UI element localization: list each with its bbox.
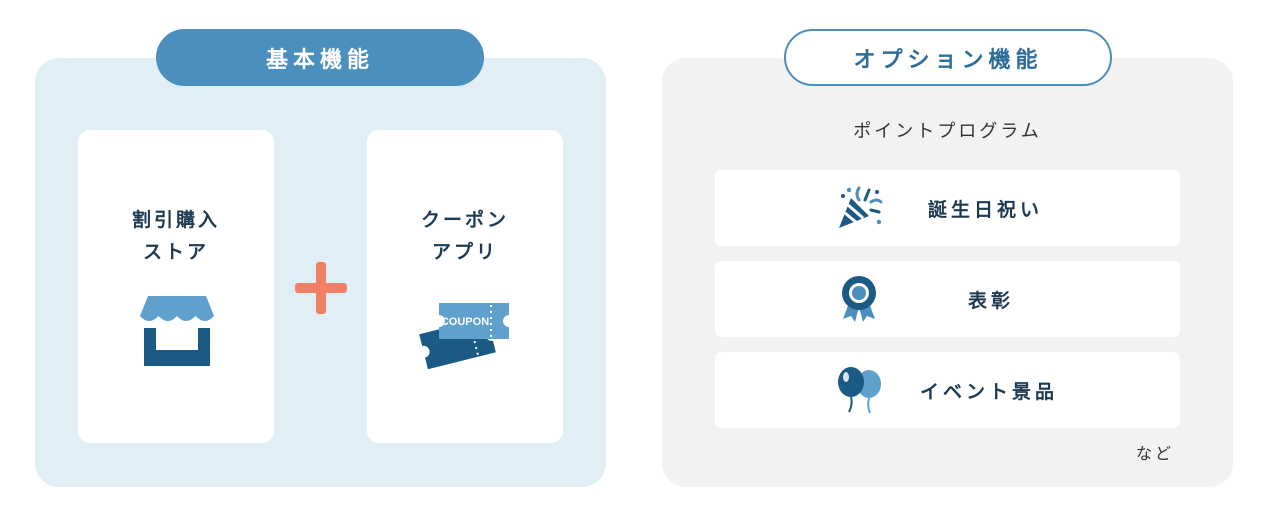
plus-icon (295, 262, 347, 314)
option-item-birthday: 誕生日祝い (715, 170, 1180, 246)
option-features-heading: オプション機能 (784, 29, 1112, 86)
party-popper-icon (839, 186, 883, 228)
coupon-icon: COUPON (419, 303, 509, 370)
point-program-title: ポイントプログラム (853, 121, 1042, 142)
award-ribbon-icon (842, 276, 876, 322)
option-item-birthday-label: 誕生日祝い (928, 198, 1044, 221)
store-card-title: 割引購入 ストア (78, 204, 274, 268)
etc-note: など (1136, 444, 1175, 463)
store-card: 割引購入 ストア (78, 130, 274, 443)
store-icon (140, 296, 214, 366)
coupon-card-title-line1: クーポン (420, 209, 509, 231)
option-item-award-label: 表彰 (968, 289, 1015, 312)
balloons-icon (838, 367, 881, 414)
option-item-award: 表彰 (715, 261, 1180, 337)
basic-features-heading: 基本機能 (156, 29, 484, 86)
coupon-card-title: クーポン アプリ (367, 204, 563, 268)
store-card-title-line1: 割引購入 (131, 209, 220, 231)
coupon-icon-text: COUPON (441, 316, 489, 328)
option-item-event-prize-label: イベント景品 (920, 380, 1059, 403)
coupon-card: クーポン アプリ COUPON (367, 130, 563, 443)
option-item-event-prize: イベント景品 (715, 352, 1180, 428)
store-card-title-line2: ストア (142, 241, 209, 263)
coupon-card-title-line2: アプリ (431, 241, 498, 263)
